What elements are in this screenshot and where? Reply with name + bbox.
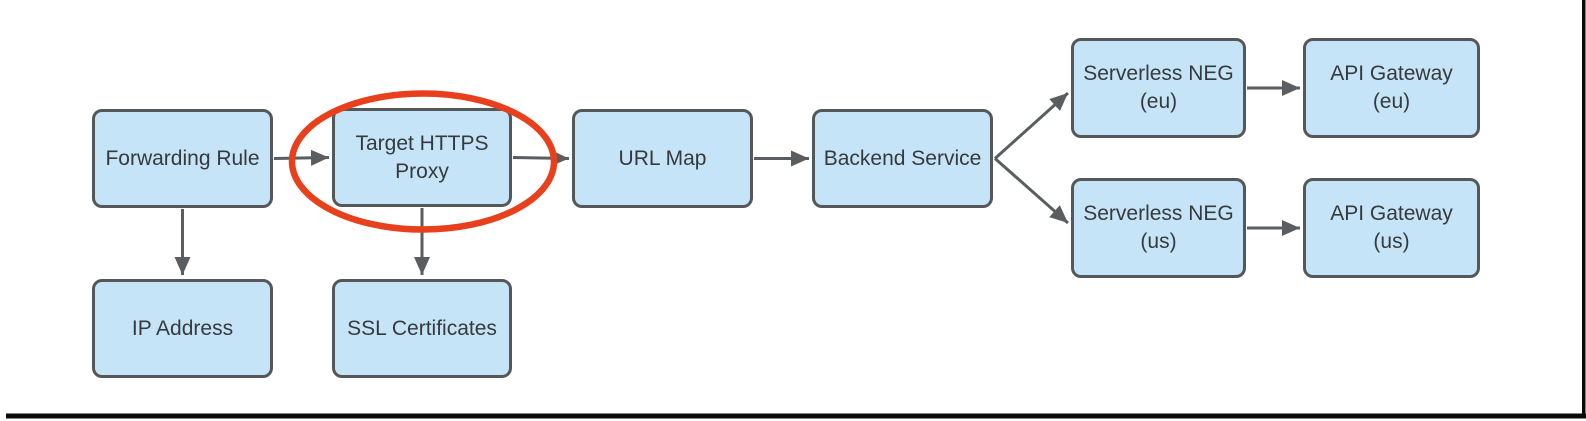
arrow-backend-service-to-serverless-neg-eu — [993, 91, 1070, 160]
node-target-https-proxy[interactable]: Target HTTPS Proxy — [332, 108, 512, 207]
node-serverless-neg-eu[interactable]: Serverless NEG (eu) — [1071, 38, 1246, 138]
node-ssl-certificates[interactable]: SSL Certificates — [332, 279, 512, 378]
node-label: URL Map — [618, 146, 707, 170]
node-serverless-neg-us[interactable]: Serverless NEG (us) — [1071, 178, 1246, 278]
node-label: Serverless NEG (us) — [1083, 202, 1234, 253]
arrow-forwarding-rule-to-target-https-proxy — [273, 149, 330, 166]
node-backend-service[interactable]: Backend Service — [812, 109, 993, 208]
arrow-backend-service-to-serverless-neg-us — [994, 157, 1069, 225]
node-label: Backend Service — [823, 146, 982, 170]
node-label: API Gateway (eu) — [1330, 62, 1453, 113]
arrow-target-https-proxy-to-url-map — [512, 150, 570, 167]
node-label: Forwarding Rule — [105, 146, 260, 170]
frame-right-edge — [1582, 0, 1586, 419]
node-api-gateway-us[interactable]: API Gateway (us) — [1303, 178, 1480, 278]
node-forwarding-rule[interactable]: Forwarding Rule — [92, 109, 273, 208]
node-label: API Gateway (us) — [1330, 202, 1453, 253]
node-label: Target HTTPS Proxy — [355, 131, 489, 183]
node-label: SSL Certificates — [347, 316, 497, 340]
node-api-gateway-eu[interactable]: API Gateway (eu) — [1303, 38, 1480, 138]
node-ip-address[interactable]: IP Address — [92, 279, 273, 378]
frame-bottom-edge — [6, 413, 1586, 419]
node-label: IP Address — [131, 316, 234, 340]
node-label: Serverless NEG (eu) — [1083, 62, 1234, 113]
node-url-map[interactable]: URL Map — [572, 109, 753, 208]
